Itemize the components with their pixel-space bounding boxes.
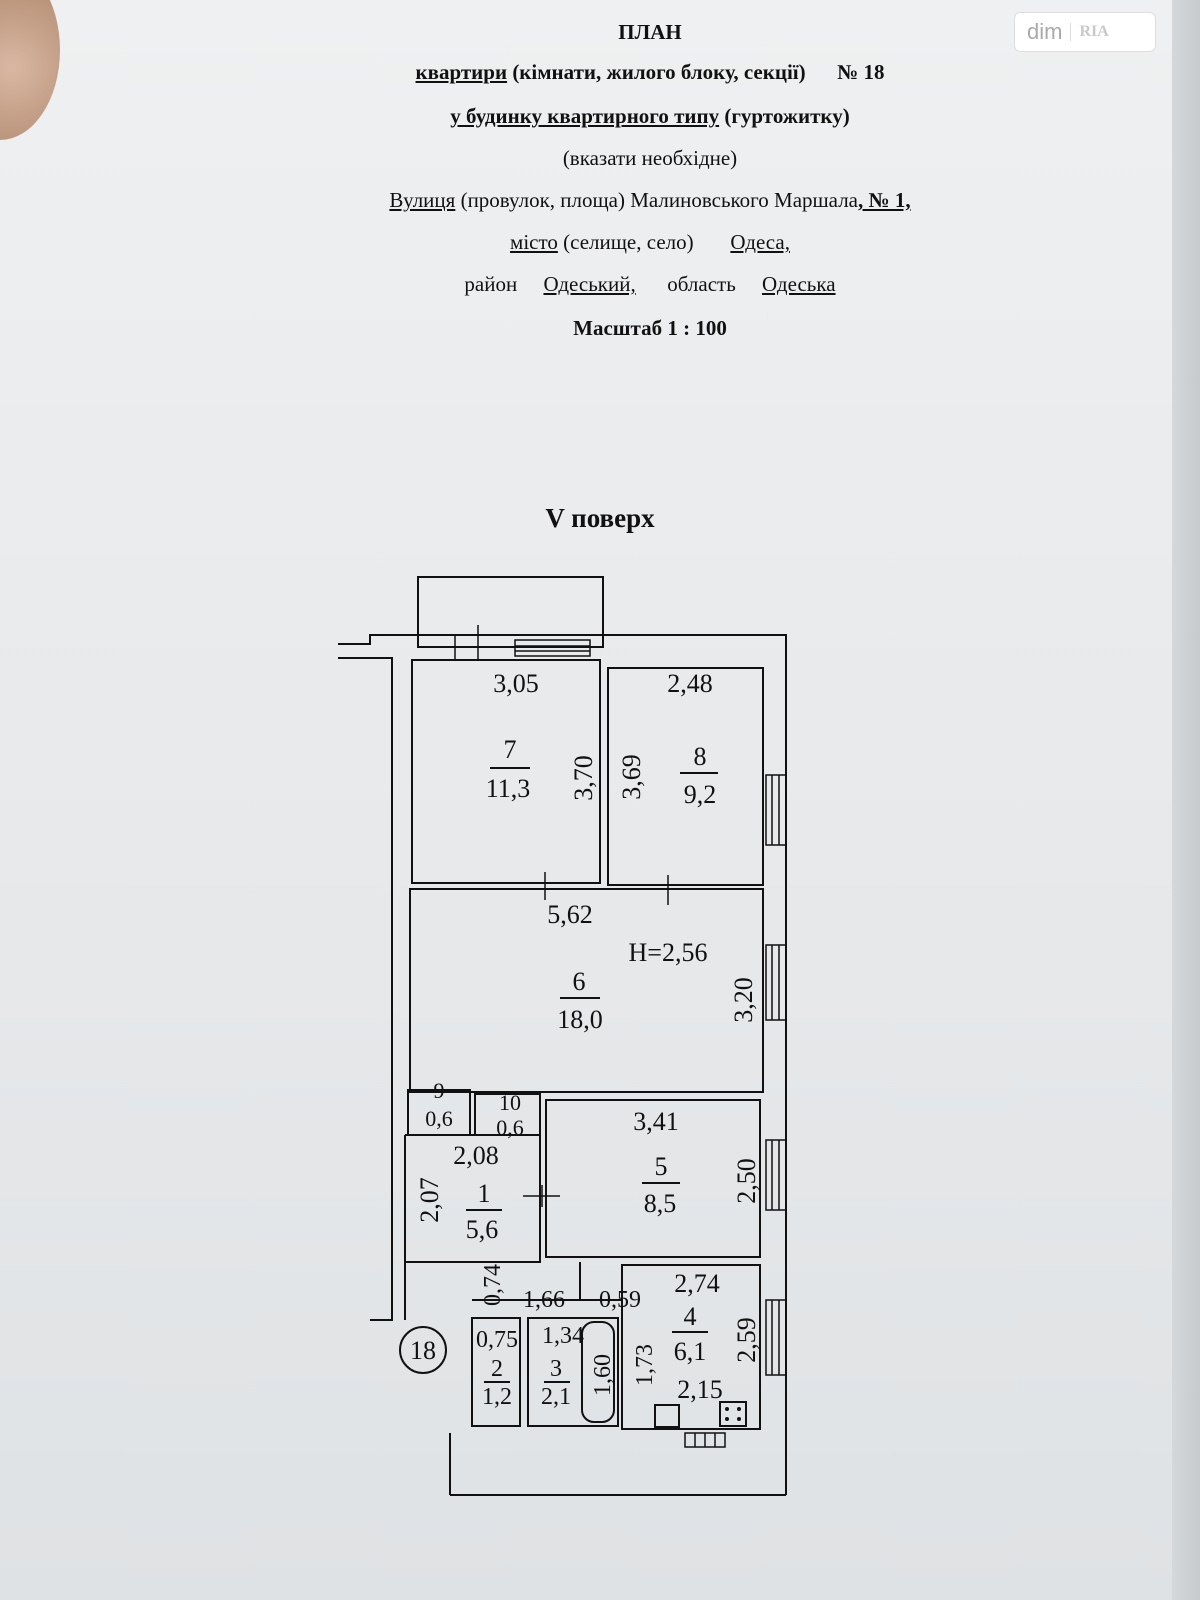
room-10-number: 10	[499, 1090, 521, 1115]
ceiling-height: Н=2,56	[629, 938, 708, 967]
room-3-outline	[527, 1317, 619, 1427]
city-value: Одеса,	[730, 230, 790, 254]
balcony	[417, 576, 604, 648]
room-4-width2: 2,15	[677, 1375, 723, 1404]
city-rest: (селище, село)	[557, 230, 694, 254]
line1-b: (кімнати, жилого блоку, секції)	[507, 60, 806, 84]
room-4-length: 2,59	[732, 1317, 761, 1363]
stove-icon	[719, 1401, 747, 1427]
district-value: Одеський,	[543, 272, 636, 296]
corridor-dim-a: 0,74	[480, 1264, 506, 1306]
windows	[514, 639, 787, 1448]
room-6-area: 18,0	[557, 1005, 603, 1034]
sink-icon	[654, 1404, 680, 1428]
room-3-area: 2,1	[541, 1384, 571, 1410]
room-1-number: 1	[478, 1179, 491, 1208]
line2-b: (гуртожитку)	[719, 104, 850, 128]
header-line3: (вказати необхідне)	[562, 146, 738, 170]
corridor-dim-b: 1,66	[523, 1287, 565, 1313]
outer-wall	[338, 634, 787, 1455]
room-2-area: 1,2	[482, 1384, 512, 1410]
header-line2: у будинку квартирного типу (гуртожитку)	[0, 104, 1200, 129]
district-line: район Одеський, область Одеська	[0, 272, 1200, 297]
corridor-dim-c: 0,59	[599, 1287, 641, 1313]
room-3-number: 3	[550, 1356, 562, 1382]
room-7-outline	[411, 659, 601, 884]
region-label: область	[667, 272, 736, 296]
room-7-width: 3,05	[493, 669, 539, 698]
room-4-length2: 1,73	[632, 1344, 658, 1386]
line1-a: квартири	[415, 60, 508, 84]
plan-labels: 3,05 7 11,3 3,70 2,48 8 9,2 3,69 5,62 Н=…	[410, 669, 761, 1410]
room-5-number: 5	[655, 1152, 668, 1181]
room-5-width: 3,41	[633, 1107, 679, 1136]
room-8-width: 2,48	[667, 669, 713, 698]
room-4-outline	[621, 1264, 761, 1430]
room-5-outline	[545, 1099, 761, 1258]
room-1-outline	[404, 1134, 541, 1263]
room-6-number: 6	[573, 967, 586, 996]
room-5-length: 2,50	[732, 1158, 761, 1204]
city-label: місто	[510, 230, 558, 254]
room-9-number: 9	[434, 1078, 445, 1103]
floor-label: V поверх	[545, 503, 655, 533]
paper-edge	[1172, 0, 1200, 1600]
room-7-number: 7	[504, 735, 517, 764]
street-label: Вулиця	[389, 188, 456, 212]
door-marks	[454, 625, 669, 1207]
room-7-length: 3,70	[569, 755, 598, 801]
room-1-width: 2,08	[453, 1141, 499, 1170]
street-line: Вулиця (провулок, площа) Малиновського М…	[0, 188, 1200, 213]
room-4-area: 6,1	[674, 1337, 707, 1366]
room-2-width: 0,75	[476, 1327, 518, 1353]
room-8-outline	[607, 667, 764, 886]
district-label: район	[464, 272, 518, 296]
apartment-number: 18	[410, 1336, 436, 1365]
room-3-length: 1,60	[590, 1354, 616, 1396]
room-2-number: 2	[491, 1356, 503, 1382]
street-num: , № 1,	[858, 188, 911, 212]
room-8-area: 9,2	[684, 780, 717, 809]
room-4-width: 2,74	[674, 1269, 720, 1298]
room-6-length: 3,20	[729, 977, 758, 1023]
region-value: Одеська	[762, 272, 836, 296]
room-1-area: 5,6	[466, 1215, 499, 1244]
bath-icon	[581, 1321, 615, 1423]
line1-num: № 18	[837, 60, 885, 84]
room-6-width: 5,62	[547, 900, 593, 929]
logo-sub: RIA	[1070, 23, 1109, 41]
street-rest: (провулок, площа) Малиновського Маршала	[455, 188, 858, 212]
logo-brand: dim	[1027, 19, 1063, 44]
doc-title: ПЛАН	[618, 20, 682, 44]
room-1-length: 2,07	[415, 1177, 444, 1223]
room-2-outline	[471, 1317, 521, 1427]
room-10-area: 0,6	[496, 1115, 524, 1140]
header-line1: квартири (кімнати, жилого блоку, секції)…	[0, 60, 1200, 85]
room-8-number: 8	[694, 742, 707, 771]
room-8-length: 3,69	[617, 754, 646, 800]
room-4-number: 4	[684, 1302, 697, 1331]
line2-a: у будинку квартирного типу	[450, 104, 720, 128]
outer-wall-left	[338, 657, 393, 1321]
room-5-area: 8,5	[644, 1189, 677, 1218]
room-3-width: 1,34	[542, 1323, 584, 1349]
scale-line: Масштаб 1 : 100	[573, 316, 727, 340]
city-line: місто (селище, село) Одеса,	[0, 230, 1200, 255]
apartment-number-circle	[399, 1326, 447, 1374]
room-9-area: 0,6	[425, 1106, 453, 1131]
room-6-outline	[409, 888, 764, 1093]
dim-ria-logo: dim RIA	[1014, 12, 1156, 52]
room-7-area: 11,3	[486, 774, 531, 803]
